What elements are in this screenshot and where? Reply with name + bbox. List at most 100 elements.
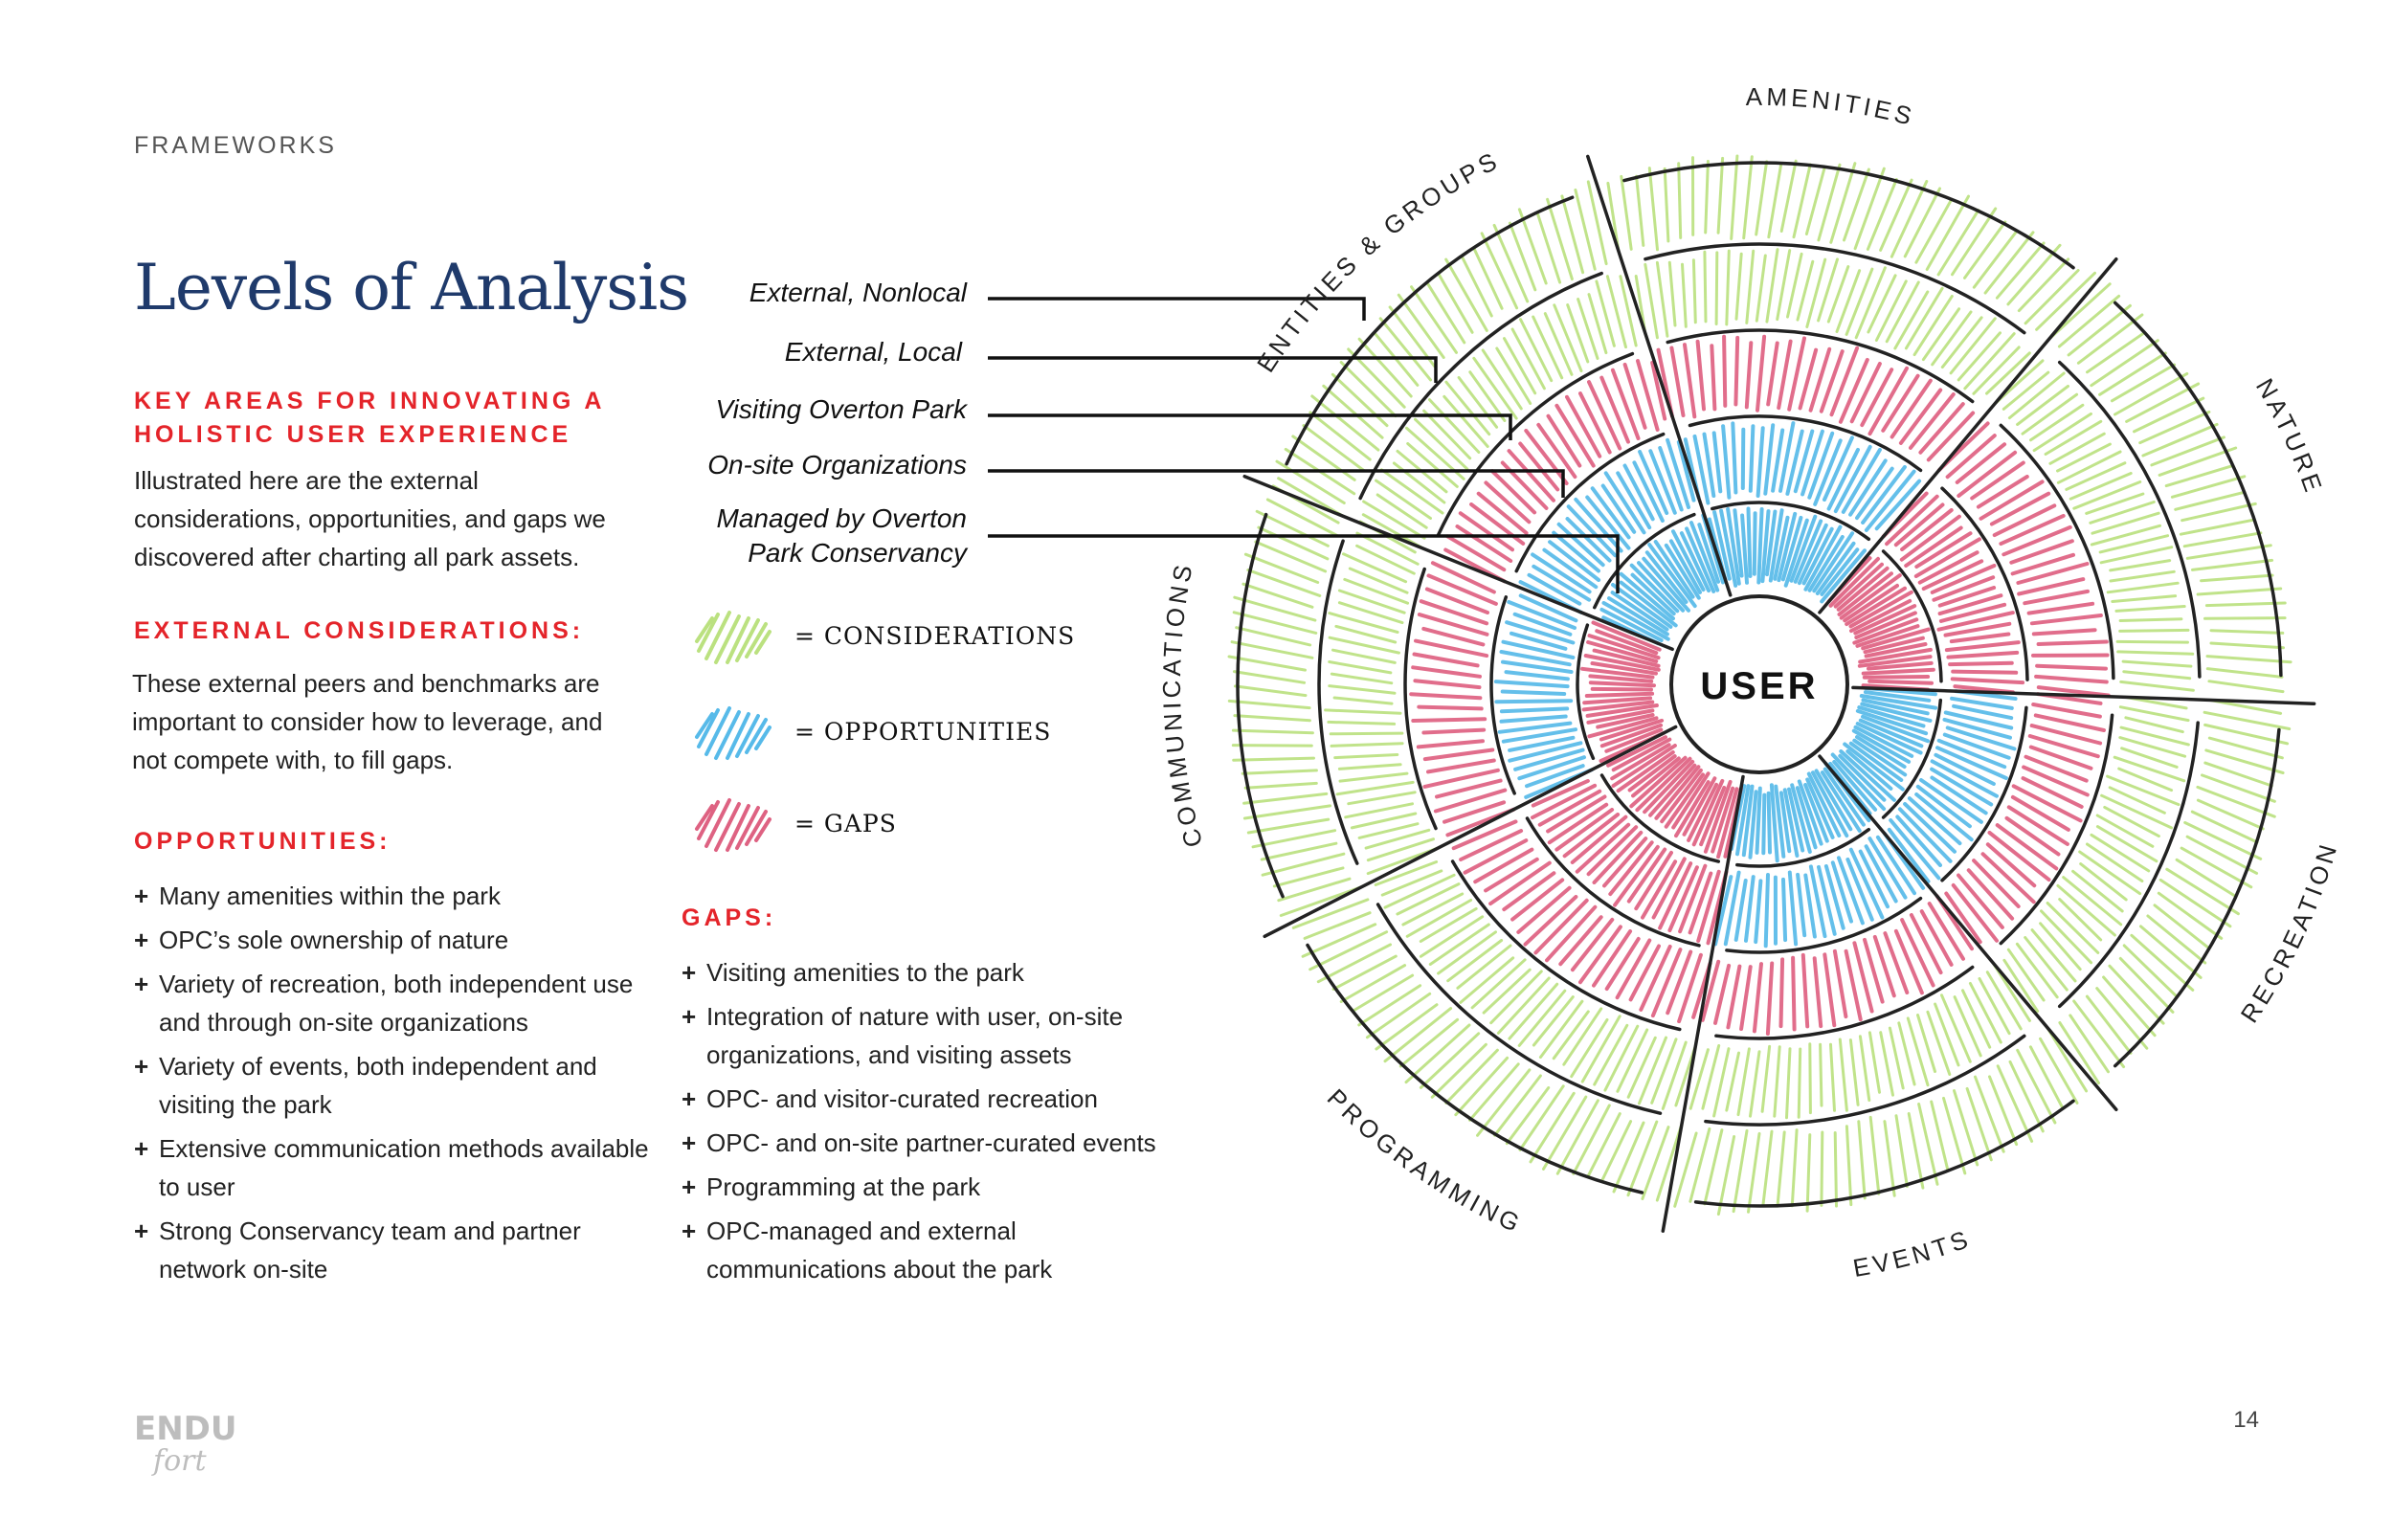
gaps-list: +Visiting amenities to the park +Integra…	[682, 953, 1198, 1294]
sector-divider	[1851, 685, 2316, 705]
list-item: +Variety of recreation, both independent…	[134, 970, 634, 1037]
sector-label-events: EVENTS	[1850, 1223, 1975, 1283]
list-item: +Visiting amenities to the park	[682, 958, 1024, 987]
ring-divider	[1375, 903, 1663, 1115]
sector-1-band-0	[1826, 556, 1935, 692]
sector-5-band-2	[1409, 561, 1516, 837]
ring-divider	[1489, 595, 1516, 795]
page-number: 14	[2233, 1407, 2259, 1433]
page-title: Levels of Analysis	[134, 251, 689, 324]
ring-divider	[1403, 567, 1438, 831]
ring-divider	[1714, 965, 1975, 1040]
opportunities-swatch	[695, 706, 772, 760]
sector-label-recreation: RECREATION	[2235, 837, 2344, 1027]
sector-4-band-1	[1531, 778, 1729, 946]
gaps-swatch	[695, 798, 772, 852]
legend-gaps: = GAPS	[689, 791, 1091, 867]
sector-label-communications: COMMUNICATIONS	[1157, 559, 1208, 851]
sector-label-programming: PROGRAMMING	[1322, 1083, 1528, 1239]
ring-divider	[1514, 432, 1666, 573]
legend-opportunities: = OPPORTUNITIES	[689, 699, 1091, 775]
sector-6-band-2	[1443, 359, 1667, 584]
key-areas-body: Illustrated here are the external consid…	[134, 466, 606, 571]
sector-label-entities-groups: ENTITIES & GROUPS	[1251, 145, 1505, 377]
sector-label-amenities: AMENITIES	[1746, 82, 1918, 131]
leader-line-2	[988, 413, 1512, 440]
sector-2-band-0	[1828, 685, 1938, 815]
ring-divider	[2057, 360, 2202, 679]
sector-3-band-1	[1713, 831, 1926, 949]
ring-divider	[1622, 161, 2075, 270]
list-item: +OPC’s sole ownership of nature	[134, 926, 509, 954]
sector-divider	[1263, 725, 1678, 939]
ring-divider	[1644, 242, 2026, 335]
ring-divider	[1358, 271, 1603, 501]
leader-line-4	[988, 534, 1620, 593]
sector-5-band-0	[1580, 620, 1666, 763]
ring-label-external-nonlocal: External, Nonlocal	[749, 278, 967, 307]
sector-5-band-3	[1324, 520, 1441, 876]
sector-6-band-1	[1518, 437, 1696, 614]
ring-divider	[1881, 549, 1943, 683]
sector-2-band-4	[2058, 699, 2292, 1084]
sector-0-band-1	[1683, 421, 1922, 532]
leader-line-1	[988, 356, 1438, 383]
sector-divider	[1818, 754, 2118, 1112]
sector-4-band-2	[1451, 819, 1712, 1024]
key-areas-heading: KEY AREAS FOR INNOVATING A HOLISTIC USER…	[134, 388, 606, 448]
sector-4-band-0	[1606, 735, 1743, 859]
list-item: +OPC- and visitor-curated recreation	[682, 1084, 1098, 1113]
ring-divider	[1704, 1034, 2026, 1127]
sector-0-band-3	[1634, 248, 2031, 395]
external-body: These external peers and benchmarks are …	[132, 669, 603, 774]
ring-divider	[1593, 512, 1696, 610]
sector-5-band-1	[1493, 593, 1594, 799]
sector-divider	[1242, 474, 1674, 652]
sector-4-band-4	[1291, 898, 1684, 1202]
svg-text:ENDURE: ENDURE	[134, 1410, 239, 1448]
section-label: FRAMEWORKS	[134, 132, 337, 159]
ring-divider	[1317, 539, 1359, 865]
sector-1-band-4	[2046, 282, 2292, 694]
ring-divider	[1666, 328, 1975, 404]
sector-0-band-0	[1707, 506, 1867, 604]
list-item: +OPC- and on-site partner-curated events	[682, 1128, 1156, 1157]
sector-1-band-2	[1936, 421, 2111, 698]
sector-3-band-2	[1700, 894, 1974, 1036]
sector-4-band-3	[1374, 860, 1698, 1110]
rings-layer	[1227, 154, 2292, 1216]
sector-6-band-4	[1275, 180, 1608, 518]
ring-divider	[1725, 896, 1923, 954]
list-item: +Many amenities within the park	[134, 882, 501, 910]
sector-1-band-1	[1881, 491, 2025, 695]
sector-5-band-4	[1227, 484, 1364, 917]
ring-label-visiting: Visiting Overton Park	[715, 394, 968, 424]
sector-0-band-2	[1656, 334, 1976, 462]
ring-divider	[2057, 721, 2200, 1009]
sector-3-band-0	[1729, 761, 1871, 863]
ring-divider	[1711, 501, 1871, 542]
ring-divider	[1940, 705, 2028, 882]
sector-6-band-0	[1599, 513, 1725, 646]
opportunities-list: +Many amenities within the park +OPC’s s…	[134, 877, 651, 1294]
considerations-swatch	[695, 611, 772, 664]
ring-divider	[2113, 301, 2283, 678]
ring-divider	[1306, 943, 1644, 1194]
ring-divider	[1693, 1099, 2075, 1208]
structure-lines	[1236, 154, 2316, 1233]
sector-divider	[1661, 774, 1745, 1233]
ring-divider	[1599, 773, 1721, 863]
external-heading: EXTERNAL CONSIDERATIONS:	[134, 617, 585, 644]
ring-divider	[1236, 512, 1285, 899]
ring-divider	[1576, 623, 1596, 761]
company-logo: ENDURE fort	[134, 1410, 239, 1478]
ring-divider	[2113, 727, 2281, 1068]
ring-label-onsite: On-site Organizations	[707, 450, 967, 480]
ring-divider	[1450, 859, 1682, 1032]
user-hub	[1669, 594, 1849, 774]
list-item: +Strong Conservancy team and partner net…	[134, 1216, 581, 1283]
leader-line-3	[988, 469, 1565, 498]
user-label: USER	[1700, 665, 1818, 707]
ring-divider	[1525, 816, 1701, 948]
